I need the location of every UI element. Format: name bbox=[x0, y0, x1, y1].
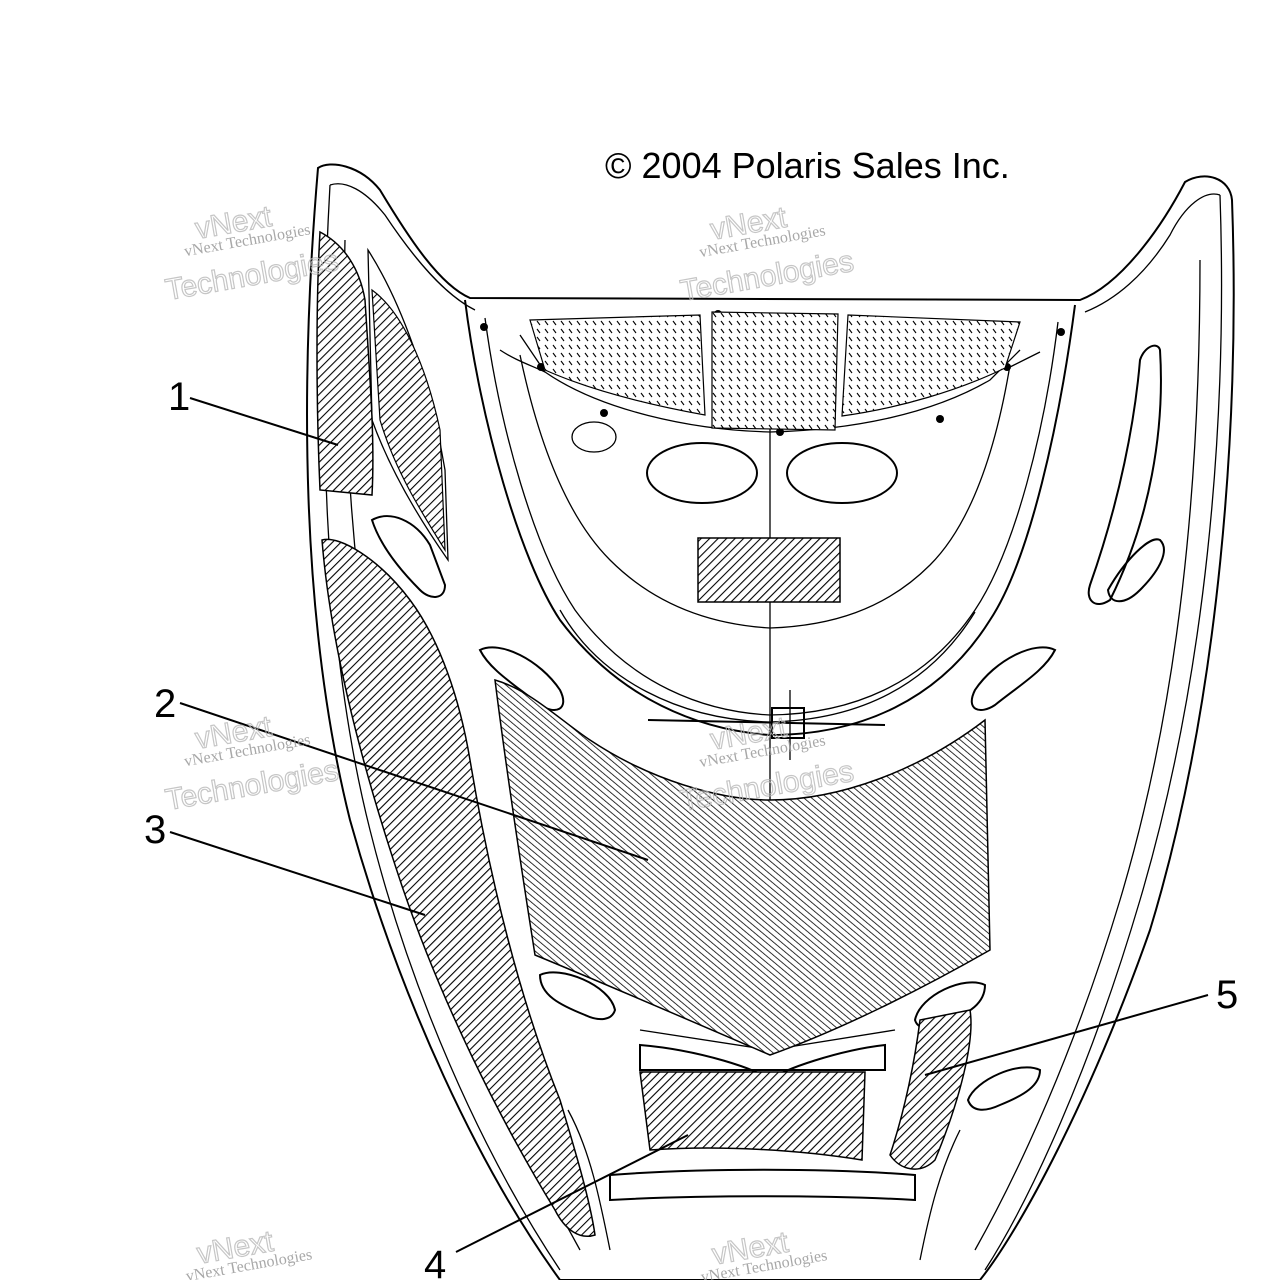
watermark-bottom-center: vNext vNext Technologies bbox=[700, 1225, 829, 1280]
callout-1-label: 1 bbox=[168, 375, 190, 419]
watermark-top-center: vNext vNext Technologies Technologies bbox=[677, 200, 856, 308]
callout-1: 1 bbox=[168, 375, 339, 446]
decal-4-zone bbox=[639, 1071, 866, 1161]
callout-3-label: 3 bbox=[144, 808, 166, 852]
callout-1-leader bbox=[189, 397, 339, 446]
callout-4: 4 bbox=[424, 1134, 689, 1280]
decal-1-zone-inner bbox=[371, 288, 446, 553]
callout-2: 2 bbox=[154, 682, 649, 861]
decal-5-zone bbox=[889, 1009, 972, 1170]
callout-5-label: 5 bbox=[1216, 973, 1238, 1017]
watermarks: vNext vNext Technologies Technologies vN… bbox=[162, 199, 856, 1280]
callout-2-leader bbox=[179, 702, 649, 861]
copyright-text: © 2004 Polaris Sales Inc. bbox=[605, 145, 1010, 186]
watermark-bottom-left: vNext vNext Technologies bbox=[185, 1224, 314, 1280]
callout-4-label: 4 bbox=[424, 1243, 446, 1280]
callout-3: 3 bbox=[144, 808, 426, 916]
decal-2-zone bbox=[494, 678, 991, 1056]
callout-5: 5 bbox=[924, 973, 1238, 1076]
callouts: 1 2 3 4 5 bbox=[144, 375, 1238, 1280]
callout-3-leader bbox=[169, 831, 426, 916]
callout-4-leader bbox=[455, 1134, 689, 1253]
decal-zones bbox=[316, 230, 991, 1237]
watermark-top-left: vNext vNext Technologies Technologies bbox=[162, 199, 341, 307]
callout-5-leader bbox=[924, 994, 1209, 1076]
decal-3-zone bbox=[321, 538, 596, 1237]
watermark-mid-left: vNext vNext Technologies Technologies bbox=[162, 709, 341, 817]
decal-1-zone bbox=[316, 230, 374, 496]
callout-2-label: 2 bbox=[154, 682, 176, 726]
